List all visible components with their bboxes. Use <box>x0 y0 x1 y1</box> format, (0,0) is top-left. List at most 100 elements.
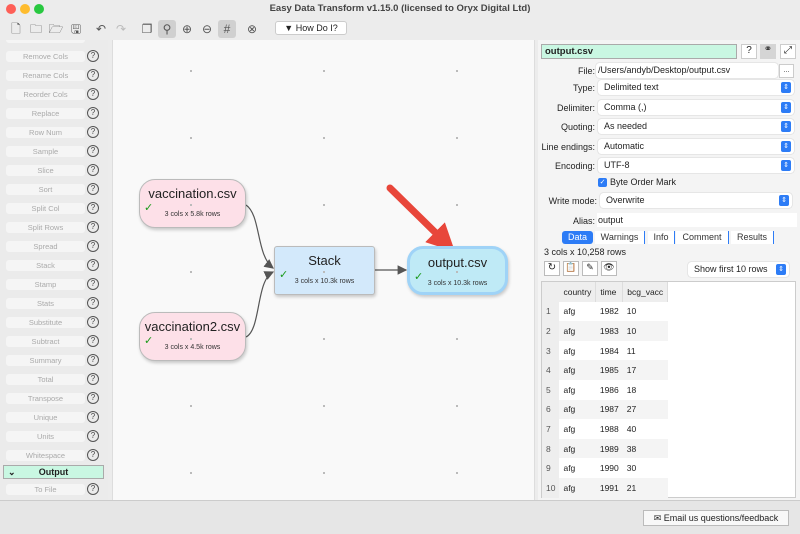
sidebar-item[interactable]: Rename Cols <box>6 70 85 81</box>
link-icon[interactable]: ⚭ <box>760 44 776 59</box>
help-icon[interactable]: ? <box>87 50 99 62</box>
sidebar-item[interactable]: Total <box>6 374 85 385</box>
help-icon[interactable]: ? <box>87 449 99 461</box>
how-do-i-button[interactable]: ▼ How Do I? <box>275 21 347 35</box>
redo-icon[interactable]: ↷ <box>115 22 127 36</box>
save-icon[interactable]: 🖫 <box>70 22 82 36</box>
node-stack[interactable]: ✓ Stack 3 cols x 10.3k rows <box>274 246 375 295</box>
help-icon[interactable]: ? <box>87 278 99 290</box>
tab-comment[interactable]: Comment <box>676 231 729 244</box>
recent-folder-icon[interactable]: 🗁 <box>48 22 64 36</box>
help-icon[interactable]: ? <box>87 259 99 271</box>
sidebar-item[interactable]: Unique <box>6 412 85 423</box>
help-icon[interactable]: ? <box>87 88 99 100</box>
close-window-button[interactable] <box>6 4 16 14</box>
sidebar-item[interactable]: Split Col <box>6 203 85 214</box>
eye-icon[interactable]: 👁 <box>601 261 617 276</box>
undo-icon[interactable]: ↶ <box>95 22 107 36</box>
stop-icon[interactable]: ⊗ <box>246 22 258 36</box>
sidebar-item-to-file[interactable]: To File <box>6 484 85 495</box>
sidebar-item[interactable]: Transpose <box>6 393 85 404</box>
sidebar-item-partial[interactable] <box>6 40 85 43</box>
sidebar-item[interactable]: Stats <box>6 298 85 309</box>
sidebar-item[interactable]: Reorder Cols <box>6 89 85 100</box>
column-header[interactable]: country <box>559 282 597 302</box>
sidebar-item[interactable]: Replace <box>6 108 85 119</box>
zoom-fit-icon[interactable]: ⚲ <box>158 20 176 38</box>
column-header[interactable]: bcg_vacc <box>622 282 669 302</box>
node-name-field[interactable]: output.csv <box>541 44 737 59</box>
sidebar-item[interactable]: Remove Cols <box>6 51 85 62</box>
node-vaccination2[interactable]: ✓ vaccination2.csv 3 cols x 4.5k rows <box>139 312 246 361</box>
sidebar-item[interactable]: Stack <box>6 260 85 271</box>
expand-icon[interactable]: ⤢ <box>780 44 796 59</box>
sidebar-item[interactable]: Row Num <box>6 127 85 138</box>
help-icon[interactable]: ? <box>87 183 99 195</box>
bom-checkbox[interactable]: ✓ <box>598 178 607 187</box>
help-icon[interactable]: ? <box>87 430 99 442</box>
sidebar-item[interactable]: Split Rows <box>6 222 85 233</box>
help-icon[interactable]: ? <box>87 202 99 214</box>
help-icon[interactable]: ? <box>87 107 99 119</box>
help-icon[interactable]: ? <box>87 354 99 366</box>
sidebar-item[interactable]: Slice <box>6 165 85 176</box>
show-rows-select[interactable]: Show first 10 rows⇕ <box>688 262 789 277</box>
sidebar-item[interactable]: Spread <box>6 241 85 252</box>
maximize-window-button[interactable] <box>34 4 44 14</box>
help-icon[interactable]: ? <box>87 221 99 233</box>
copy-icon[interactable]: ❐ <box>141 22 153 36</box>
help-icon[interactable]: ? <box>87 69 99 81</box>
tab-results[interactable]: Results <box>731 231 774 244</box>
help-icon[interactable]: ? <box>87 411 99 423</box>
field-select[interactable]: Comma (,)⇕ <box>598 100 794 115</box>
field-select[interactable]: As needed⇕ <box>598 119 794 134</box>
help-icon[interactable]: ? <box>87 373 99 385</box>
sidebar-item[interactable]: Subtract <box>6 336 85 347</box>
help-icon[interactable]: ? <box>87 316 99 328</box>
table-cell: 1989 <box>595 438 623 459</box>
alias-input[interactable]: output <box>597 213 797 227</box>
node-output[interactable]: ✓ output.csv 3 cols x 10.3k rows <box>407 246 508 295</box>
new-file-icon[interactable]: 🗋 <box>11 22 21 36</box>
help-icon[interactable]: ? <box>87 126 99 138</box>
grid-icon[interactable]: # <box>218 20 236 38</box>
node-vaccination[interactable]: ✓ vaccination.csv 3 cols x 5.8k rows <box>139 179 246 228</box>
tab-info[interactable]: Info <box>648 231 675 244</box>
show-rows-value: Show first 10 rows <box>694 264 768 274</box>
browse-button[interactable]: ... <box>779 64 794 78</box>
clipboard-icon[interactable]: 📋 <box>563 261 579 276</box>
help-icon[interactable]: ? <box>87 240 99 252</box>
tab-data[interactable]: Data <box>562 231 593 244</box>
help-icon[interactable]: ? <box>87 335 99 347</box>
sidebar-item[interactable]: Units <box>6 431 85 442</box>
zoom-out-icon[interactable]: ⊖ <box>201 22 213 36</box>
write-mode-select[interactable]: Overwrite⇕ <box>600 193 792 208</box>
help-icon[interactable]: ? <box>87 392 99 404</box>
help-icon[interactable]: ? <box>741 44 757 59</box>
field-select[interactable]: UTF-8⇕ <box>598 158 794 173</box>
open-folder-icon[interactable]: 🗀 <box>29 22 42 36</box>
zoom-in-icon[interactable]: ⊕ <box>181 22 193 36</box>
column-header[interactable]: time <box>595 282 624 302</box>
sidebar-item[interactable]: Whitespace <box>6 450 85 461</box>
edit-icon[interactable]: ✎ <box>582 261 598 276</box>
sidebar-item[interactable]: Sort <box>6 184 85 195</box>
sidebar-item[interactable]: Summary <box>6 355 85 366</box>
help-icon[interactable]: ? <box>87 145 99 157</box>
sidebar-item[interactable]: Stamp <box>6 279 85 290</box>
file-path-input[interactable]: /Users/andyb/Desktop/output.csv <box>596 63 778 78</box>
field-select[interactable]: Automatic⇕ <box>598 139 794 154</box>
sidebar-category-output[interactable]: ⌄Output <box>3 465 104 479</box>
tab-warnings[interactable]: Warnings <box>595 231 645 244</box>
field-select[interactable]: Delimited text⇕ <box>598 80 794 95</box>
help-icon[interactable]: ? <box>87 164 99 176</box>
sidebar-item[interactable]: Substitute <box>6 317 85 328</box>
help-icon[interactable]: ? <box>87 297 99 309</box>
email-feedback-button[interactable]: ✉ Email us questions/feedback <box>643 510 789 526</box>
sidebar-item[interactable]: Sample <box>6 146 85 157</box>
minimize-window-button[interactable] <box>20 4 30 14</box>
refresh-icon[interactable]: ↻ <box>544 261 560 276</box>
canvas[interactable]: ✓ vaccination.csv 3 cols x 5.8k rows ✓ v… <box>112 40 535 500</box>
help-icon[interactable]: ? <box>87 483 99 495</box>
